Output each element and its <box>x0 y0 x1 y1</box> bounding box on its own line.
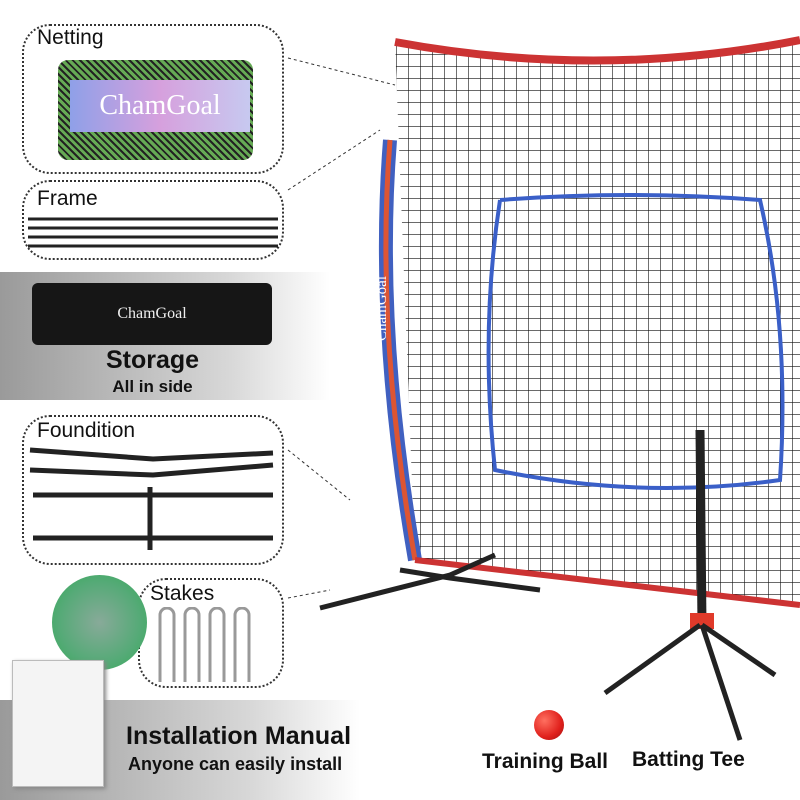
storage-bag-image: ChamGoal <box>32 283 272 345</box>
frame-poles-image <box>28 217 278 248</box>
frame-panel <box>22 180 284 260</box>
stakes-image <box>158 607 251 682</box>
storage-label: Storage <box>105 346 200 374</box>
manual-booklet-image <box>12 660 104 787</box>
batting-tee-image <box>603 429 777 741</box>
training-ball-label: Training Ball <box>482 750 609 773</box>
manual-title: Installation Manual <box>126 722 352 750</box>
netting-brand-band: ChamGoal <box>70 80 250 132</box>
training-ball-image <box>534 710 564 740</box>
storage-sublabel: All in side <box>112 377 193 396</box>
foundation-panel <box>22 415 284 565</box>
netting-label: Netting <box>37 26 104 49</box>
stakes-photo <box>52 575 147 670</box>
stakes-label: Stakes <box>150 582 215 605</box>
netting-panel <box>22 24 284 174</box>
foundation-legs-image <box>29 447 274 550</box>
batting-tee-label: Batting Tee <box>632 748 745 771</box>
frame-label: Frame <box>37 187 98 210</box>
net-brand-label: ChamGoal <box>374 276 390 341</box>
manual-subtitle: Anyone can easily install <box>128 754 343 774</box>
foundation-label: Foundition <box>37 419 136 442</box>
